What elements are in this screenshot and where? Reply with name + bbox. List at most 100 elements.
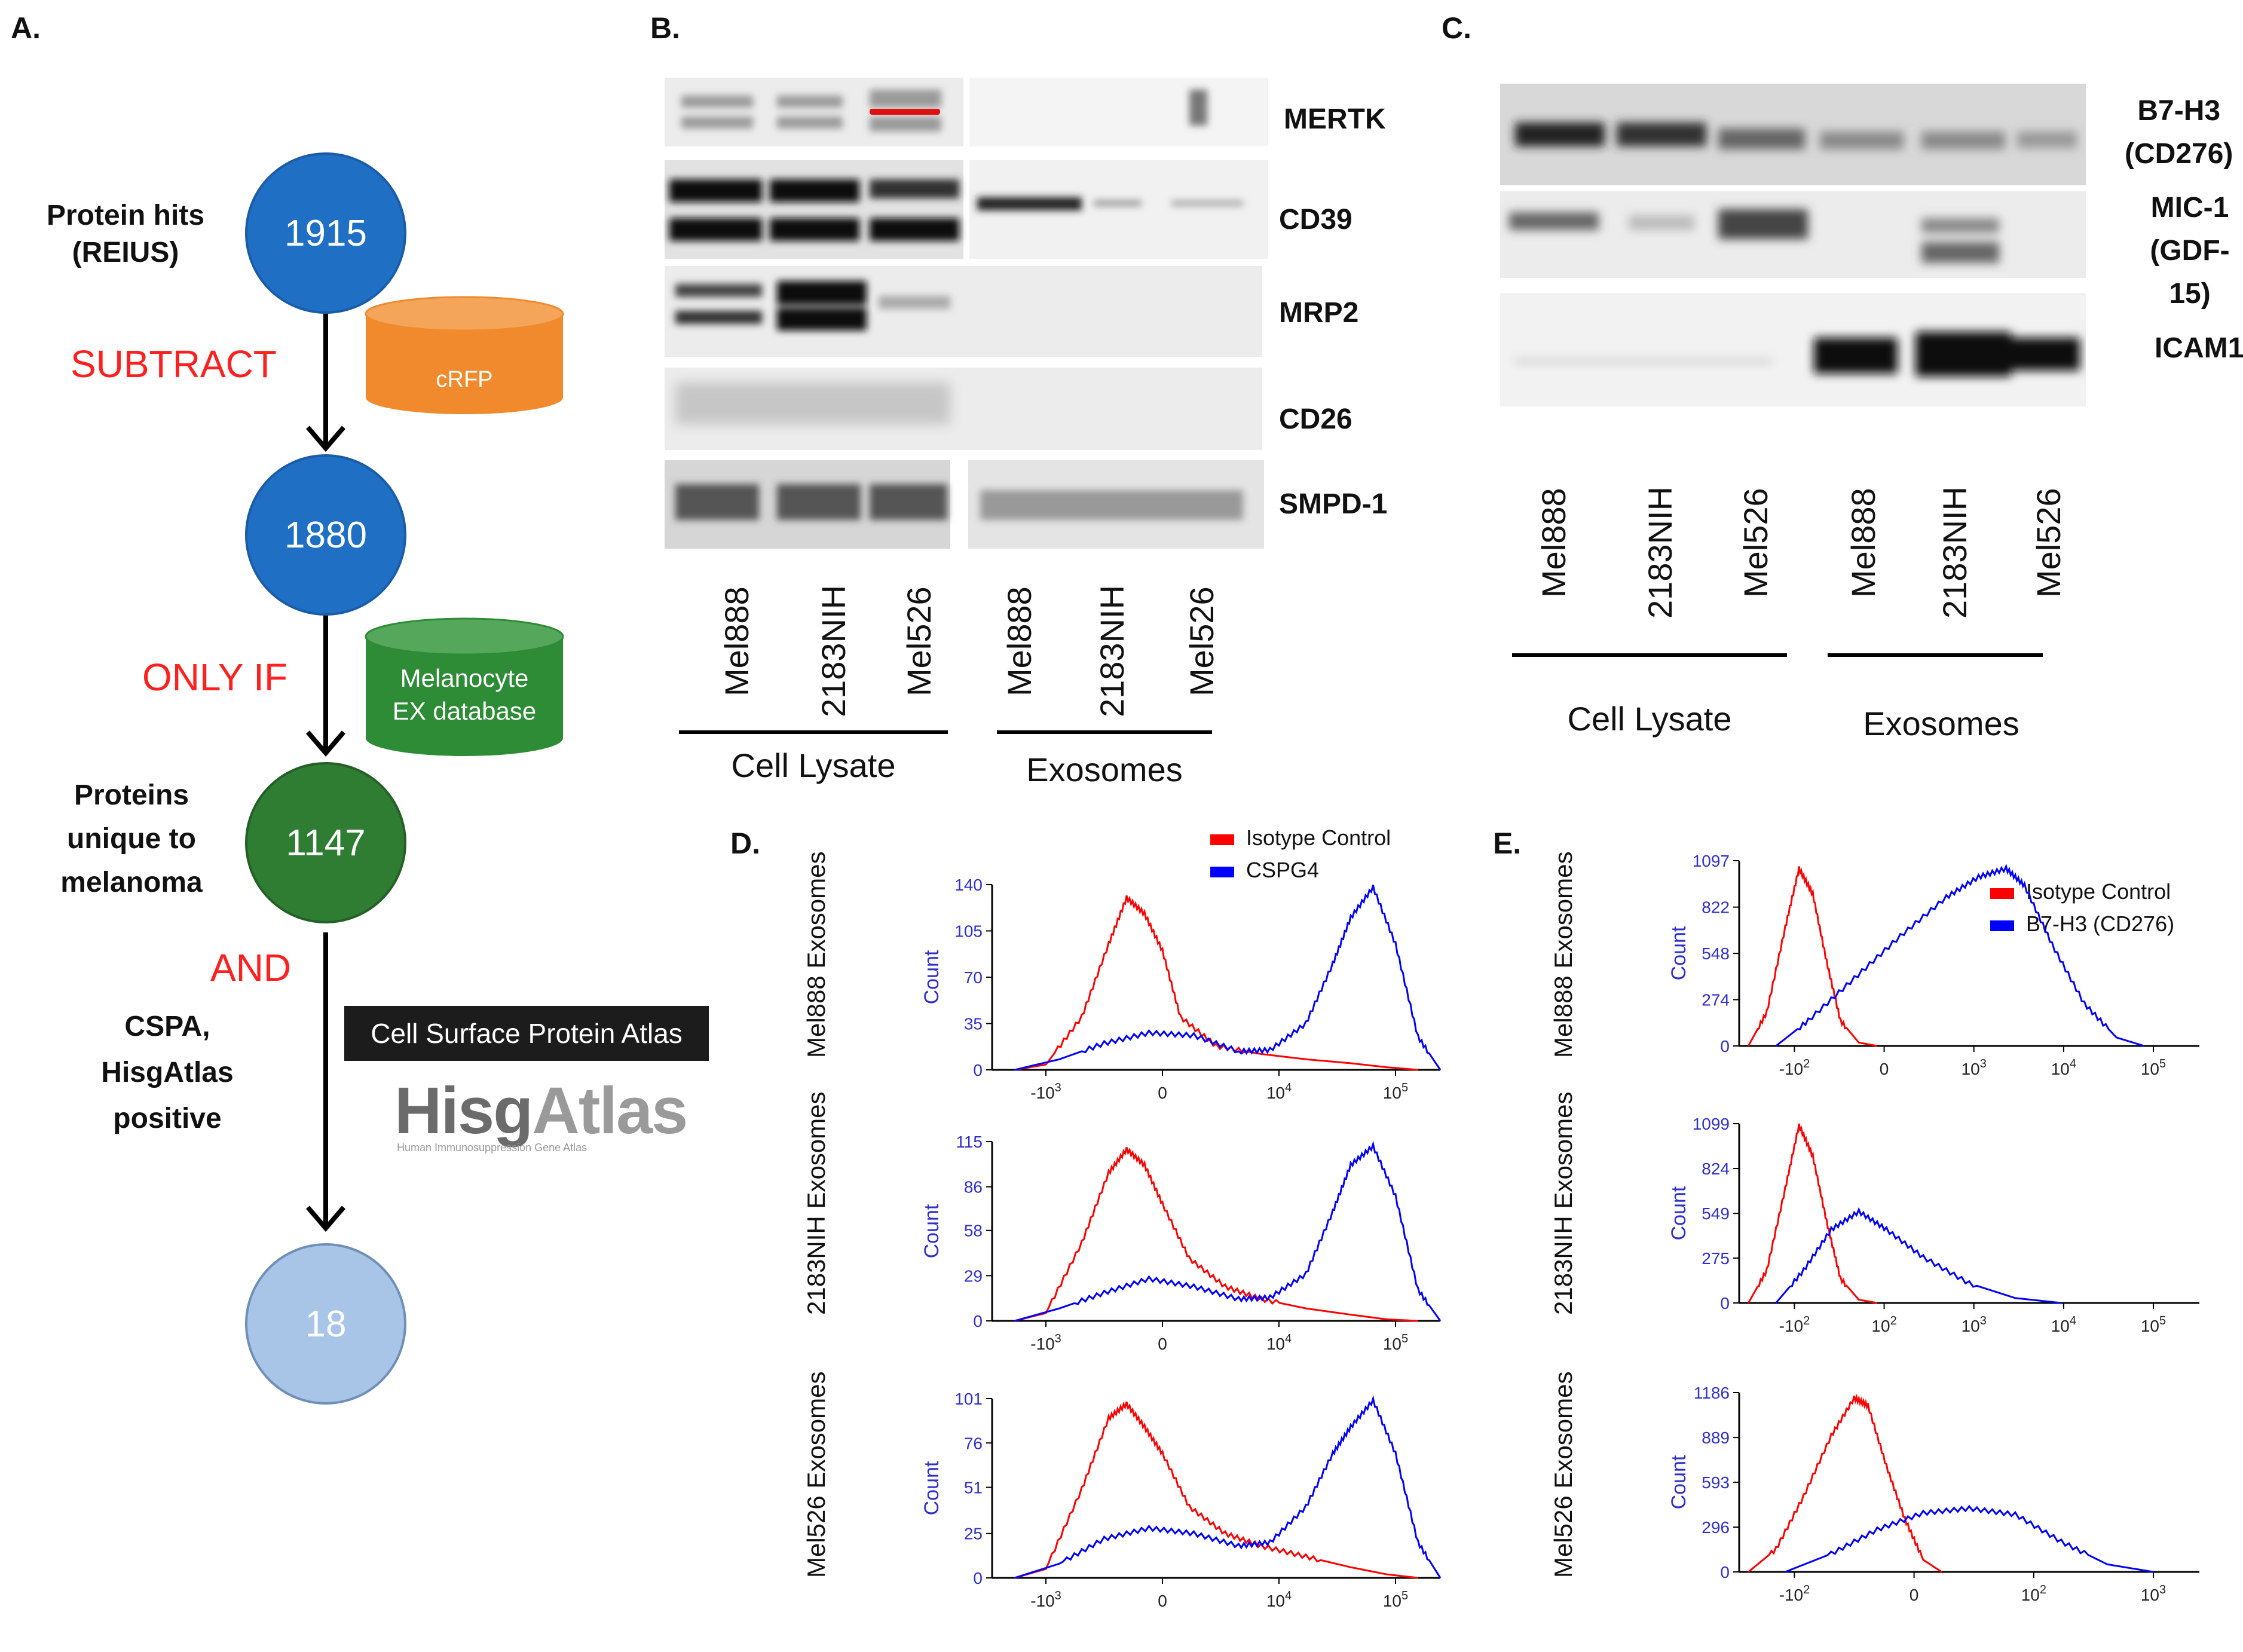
y-tick-label: 548 xyxy=(1702,944,1730,963)
y-tick-label: 1097 xyxy=(1693,852,1730,870)
legend-item: Isotype Control xyxy=(1990,876,2174,908)
x-tick-label: 105 xyxy=(1383,1332,1408,1353)
flow-row-label: Mel526 Exosomes xyxy=(801,1372,833,1578)
x-tick-exponent: 3 xyxy=(1055,1332,1061,1345)
x-tick-label: 102 xyxy=(1871,1314,1896,1335)
y-tick-label: 0 xyxy=(973,1061,983,1079)
flow-row-label-text: Mel526 Exosomes xyxy=(1549,1371,1577,1578)
flow-row-label: 2183NIH Exosomes xyxy=(1548,1091,1580,1315)
x-tick-exponent: 4 xyxy=(1285,1081,1292,1094)
x-tick-label: 0 xyxy=(1880,1060,1889,1078)
histogram-series-marker xyxy=(1785,1504,2154,1573)
histogram-series-isotype xyxy=(1014,1147,1418,1322)
blot-b-group-line xyxy=(679,730,948,734)
legend-swatch-blue xyxy=(1990,920,2014,931)
x-tick-exponent: 2 xyxy=(1803,1314,1810,1327)
hisgatlas-tagline: Human Immunosuppression Gene Atlas xyxy=(397,1142,587,1154)
flow-row-label-text: Mel888 Exosomes xyxy=(802,851,830,1058)
y-tick-label: 0 xyxy=(973,1312,983,1330)
y-tick-label: 101 xyxy=(954,1390,983,1408)
x-tick-label: -103 xyxy=(1030,1589,1061,1610)
legend-swatch-red xyxy=(1210,834,1234,845)
blot-b-lane-label: Mel888 xyxy=(1000,586,1038,696)
operator-and: AND xyxy=(210,946,292,989)
x-tick-exponent: 4 xyxy=(2070,1057,2076,1070)
crfp-database-icon xyxy=(365,296,564,414)
x-tick-label: -102 xyxy=(1779,1314,1810,1335)
blot-b-lane-label: Mel526 xyxy=(900,586,938,696)
x-tick-exponent: 5 xyxy=(1402,1081,1408,1094)
x-tick-label: 104 xyxy=(1266,1332,1292,1353)
x-tick-exponent: 5 xyxy=(1402,1589,1408,1602)
y-tick-label: 275 xyxy=(1702,1249,1730,1268)
y-tick-label: 296 xyxy=(1702,1518,1730,1537)
legend-d: Isotype Control CSPG4 xyxy=(1210,822,1391,886)
x-tick-label: 104 xyxy=(2051,1057,2076,1078)
x-tick-exponent: 5 xyxy=(2159,1314,2166,1327)
flow-row-label: Mel526 Exosomes xyxy=(1548,1372,1580,1578)
legend-label: B7-H3 (CD276) xyxy=(2026,911,2175,936)
y-tick-label: 25 xyxy=(964,1525,983,1543)
x-tick-label: 0 xyxy=(1158,1084,1167,1102)
flow-arrowhead xyxy=(305,1206,346,1232)
blot-b-lane-label: 2183NIH xyxy=(815,585,852,717)
y-tick-label: 889 xyxy=(1702,1428,1730,1447)
flow-node-1147 xyxy=(245,762,406,923)
flow-step-label: Protein hits (REIUS) xyxy=(46,200,205,269)
flow-arrowhead xyxy=(305,426,346,452)
y-tick-label: 76 xyxy=(964,1434,983,1452)
x-tick-label: -102 xyxy=(1779,1583,1810,1604)
flow-row-label: 2183NIH Exosomes xyxy=(801,1091,833,1315)
legend-label: Isotype Control xyxy=(1246,825,1391,850)
blot-b-group-label: Exosomes xyxy=(1026,751,1183,788)
legend-item: B7-H3 (CD276) xyxy=(1990,908,2174,940)
y-tick-label: 0 xyxy=(1720,1037,1730,1056)
hisgatlas-logo: HisgAtlas xyxy=(394,1073,688,1149)
x-tick-label: 0 xyxy=(1158,1335,1167,1353)
flow-row-label-text: 2183NIH Exosomes xyxy=(802,1091,830,1315)
x-tick-label: 103 xyxy=(1962,1057,1987,1078)
blot-b-protein-label: CD26 xyxy=(1279,403,1352,435)
database-label-crfp: cRFP xyxy=(436,367,493,392)
histogram-series-marker xyxy=(1775,864,2145,1047)
flow-step-label: CSPA, HisgAtlas positive xyxy=(101,1011,234,1134)
y-tick-label: 58 xyxy=(964,1222,983,1240)
blot-b-image xyxy=(665,78,1268,549)
flow-row-label: Mel888 Exosomes xyxy=(1548,852,1580,1058)
blot-c-lane-label: Mel526 xyxy=(2030,488,2067,598)
y-axis-label: Count xyxy=(920,1204,943,1258)
x-tick-label: 105 xyxy=(2141,1314,2166,1335)
panel-label-a: A. xyxy=(11,11,41,45)
histogram-series-isotype xyxy=(1014,1401,1418,1579)
blot-b-protein-label: MERTK xyxy=(1284,103,1386,135)
x-tick-label: 103 xyxy=(1962,1314,1987,1335)
x-tick-label: 103 xyxy=(2141,1583,2166,1604)
y-tick-label: 1186 xyxy=(1694,1384,1730,1402)
x-tick-exponent: 3 xyxy=(1055,1589,1061,1602)
blot-b-protein-label: SMPD-1 xyxy=(1279,488,1388,520)
y-tick-label: 549 xyxy=(1702,1204,1730,1223)
blot-c-image xyxy=(1500,84,2086,406)
blot-b-lane-label: 2183NIH xyxy=(1093,585,1131,717)
x-tick-label: 0 xyxy=(1158,1592,1167,1610)
hisgatlas-logo-part: Atlas xyxy=(532,1074,688,1148)
flow-node-value: 18 xyxy=(305,1304,347,1345)
blot-c-lane-label: 2183NIH xyxy=(1641,486,1679,619)
blot-b-lane-label: Mel888 xyxy=(718,586,755,696)
x-tick-label: 104 xyxy=(1266,1589,1292,1610)
x-tick-label: 104 xyxy=(1266,1081,1292,1102)
y-axis-label: Count xyxy=(920,950,943,1004)
panel-label-d: D. xyxy=(730,827,760,860)
legend-label: Isotype Control xyxy=(2026,879,2171,904)
legend-label: CSPG4 xyxy=(1246,858,1320,882)
flowchart xyxy=(245,152,564,1405)
blot-b-lane-label: Mel526 xyxy=(1183,586,1220,696)
operator-subtract: SUBTRACT xyxy=(71,342,277,386)
flow-row-label-text: Mel888 Exosomes xyxy=(1549,851,1577,1058)
histogram-series-marker xyxy=(1014,885,1442,1071)
x-tick-exponent: 3 xyxy=(1980,1314,1987,1327)
y-tick-label: 0 xyxy=(1720,1294,1730,1313)
y-tick-label: 274 xyxy=(1702,991,1730,1009)
